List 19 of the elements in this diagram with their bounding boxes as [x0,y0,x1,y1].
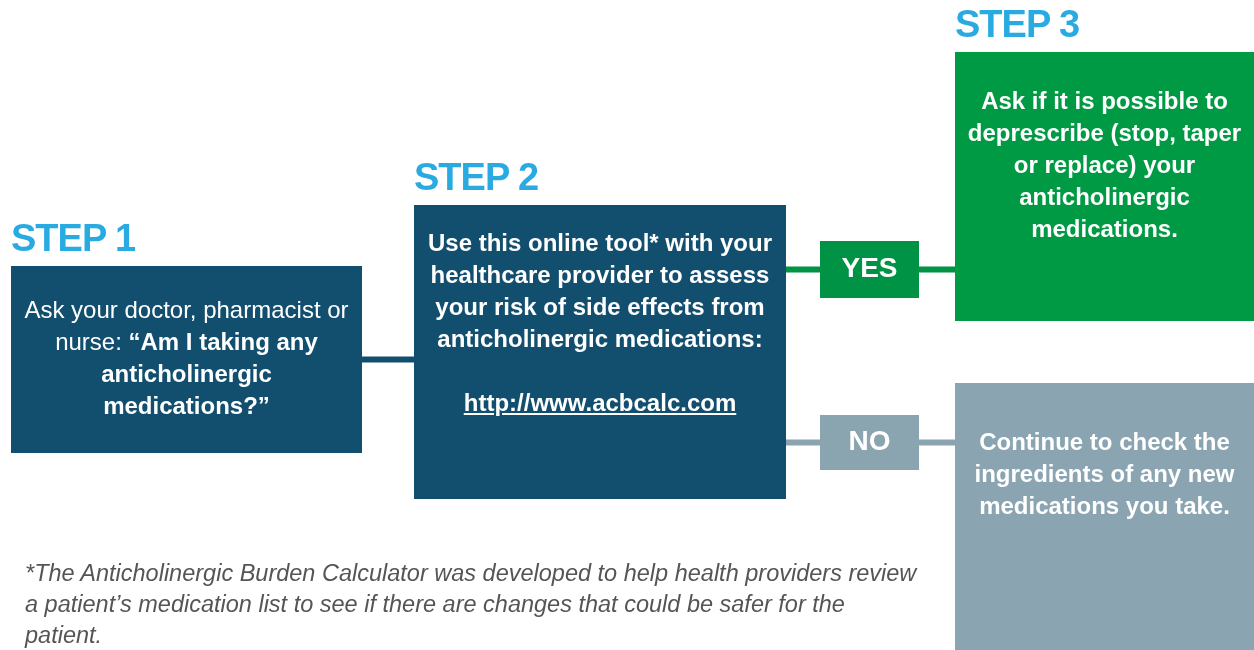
step-text: Use this online tool* with your healthcare provider to assess your risk of side effects from anticholinergic medications: [427,228,773,354]
decision-label: YES [840,252,899,284]
step-box [955,383,1254,650]
step-text: Ask if it is possible to deprescribe (stop, taper or replace) your anticholinergic medications. [967,86,1242,244]
connector-line [786,266,820,273]
step-heading: STEP 3 [955,2,1080,46]
yes-box [820,241,919,298]
connector-line [786,439,820,446]
step-heading: STEP 1 [11,216,136,260]
no-box [820,415,919,470]
step-text: Ask your doctor, pharmacist or nurse: “Am I taking any anticholinergic medications?” [23,295,350,421]
decision-label: NO [847,425,892,457]
footnote: *The Anticholinergic Burden Calculator was developed to help health providers review a patient’s medication list to see if there are changes that could be safer for the patient. [25,559,919,650]
step-heading: STEP 2 [414,155,539,199]
connector-line [919,439,955,446]
url-link: http://www.acbcalc.com [463,388,737,418]
connector-line [919,266,955,273]
step-text: Continue to check the ingredients of any new medications you take. [973,427,1236,521]
connector-line [362,356,414,363]
